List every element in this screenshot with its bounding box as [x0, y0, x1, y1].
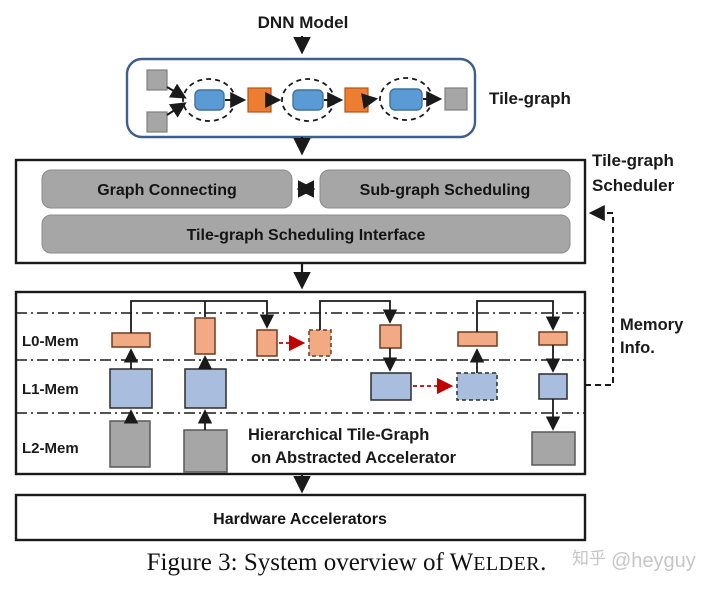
tile-graph-label: Tile-graph	[489, 89, 571, 108]
l0-tile	[538, 331, 568, 346]
l1-tile	[109, 368, 153, 409]
l2-tile	[531, 431, 576, 466]
l0-tile	[194, 317, 216, 355]
memory-info-label-line1: Memory	[620, 316, 684, 334]
l1-tile	[184, 368, 227, 409]
graph-connecting-label: Graph Connecting	[97, 182, 237, 199]
l1-tile	[538, 373, 568, 400]
connector-elbow	[319, 300, 398, 330]
l0-mem-label: L0-Mem	[22, 333, 79, 350]
l1-tile-dashed	[456, 372, 498, 401]
l2-tile	[183, 429, 228, 473]
sub-graph-scheduling-label: Sub-graph Scheduling	[360, 182, 531, 199]
system-overview-diagram: DNN Model Tile-graph Tile-graph Schedule…	[14, 13, 684, 542]
hardware-accelerators-label: Hardware Accelerators	[213, 511, 387, 528]
l2-tile	[109, 420, 151, 468]
dnn-model-label: DNN Model	[258, 13, 349, 32]
scheduling-interface-box	[41, 214, 571, 254]
edge-arrow	[166, 83, 187, 99]
caption-suffix: .	[540, 549, 547, 576]
output-buffer-node	[444, 87, 468, 111]
input-buffer-node	[146, 111, 168, 133]
connector-elbow	[476, 300, 561, 332]
op-node-orange	[247, 87, 272, 113]
input-buffer-node	[146, 69, 168, 91]
memory-info-feedback-arrow	[585, 205, 614, 386]
graph-connecting-box	[41, 169, 293, 209]
l0-tile	[379, 324, 402, 349]
caption-prefix: Figure 3: System overview of W	[146, 549, 474, 576]
edge-arrow	[166, 102, 187, 118]
scheduling-interface-label: Tile-graph Scheduling Interface	[187, 227, 426, 244]
op-node-blue	[194, 89, 225, 111]
watermark-handle: @heyguy	[611, 550, 696, 572]
op-node-orange	[344, 87, 369, 113]
hierarchical-caption-line1: Hierarchical Tile-Graph	[248, 426, 429, 444]
hardware-accelerators-box	[14, 493, 587, 542]
memory-info-label-line2: Info.	[620, 339, 655, 357]
l2-mem-label: L2-Mem	[22, 440, 79, 457]
memory-hierarchy-box	[14, 290, 587, 476]
op-node-blue	[389, 88, 423, 111]
l0-tile	[256, 329, 278, 357]
watermark: 知乎 @heyguy	[572, 549, 696, 573]
sub-graph-scheduling-box	[319, 169, 571, 209]
edge-arrow	[361, 93, 379, 109]
l0-tile	[457, 331, 498, 347]
watermark-logo: 知乎	[572, 549, 606, 568]
l0-tile-dashed	[308, 329, 332, 357]
scheduler-side-label-line1: Tile-graph	[592, 151, 674, 170]
l0-tile	[111, 332, 151, 348]
connector-elbow	[130, 300, 275, 333]
scheduler-side-label-line2: Scheduler	[592, 176, 675, 195]
l1-tile	[370, 372, 412, 401]
figure-caption: Figure 3: System overview of WELDER.	[0, 549, 693, 577]
op-node-blue	[292, 89, 324, 111]
hierarchical-caption-line2: on Abstracted Accelerator	[251, 449, 457, 467]
l1-mem-label: L1-Mem	[22, 381, 79, 398]
caption-smallcaps: ELDER	[473, 553, 541, 575]
